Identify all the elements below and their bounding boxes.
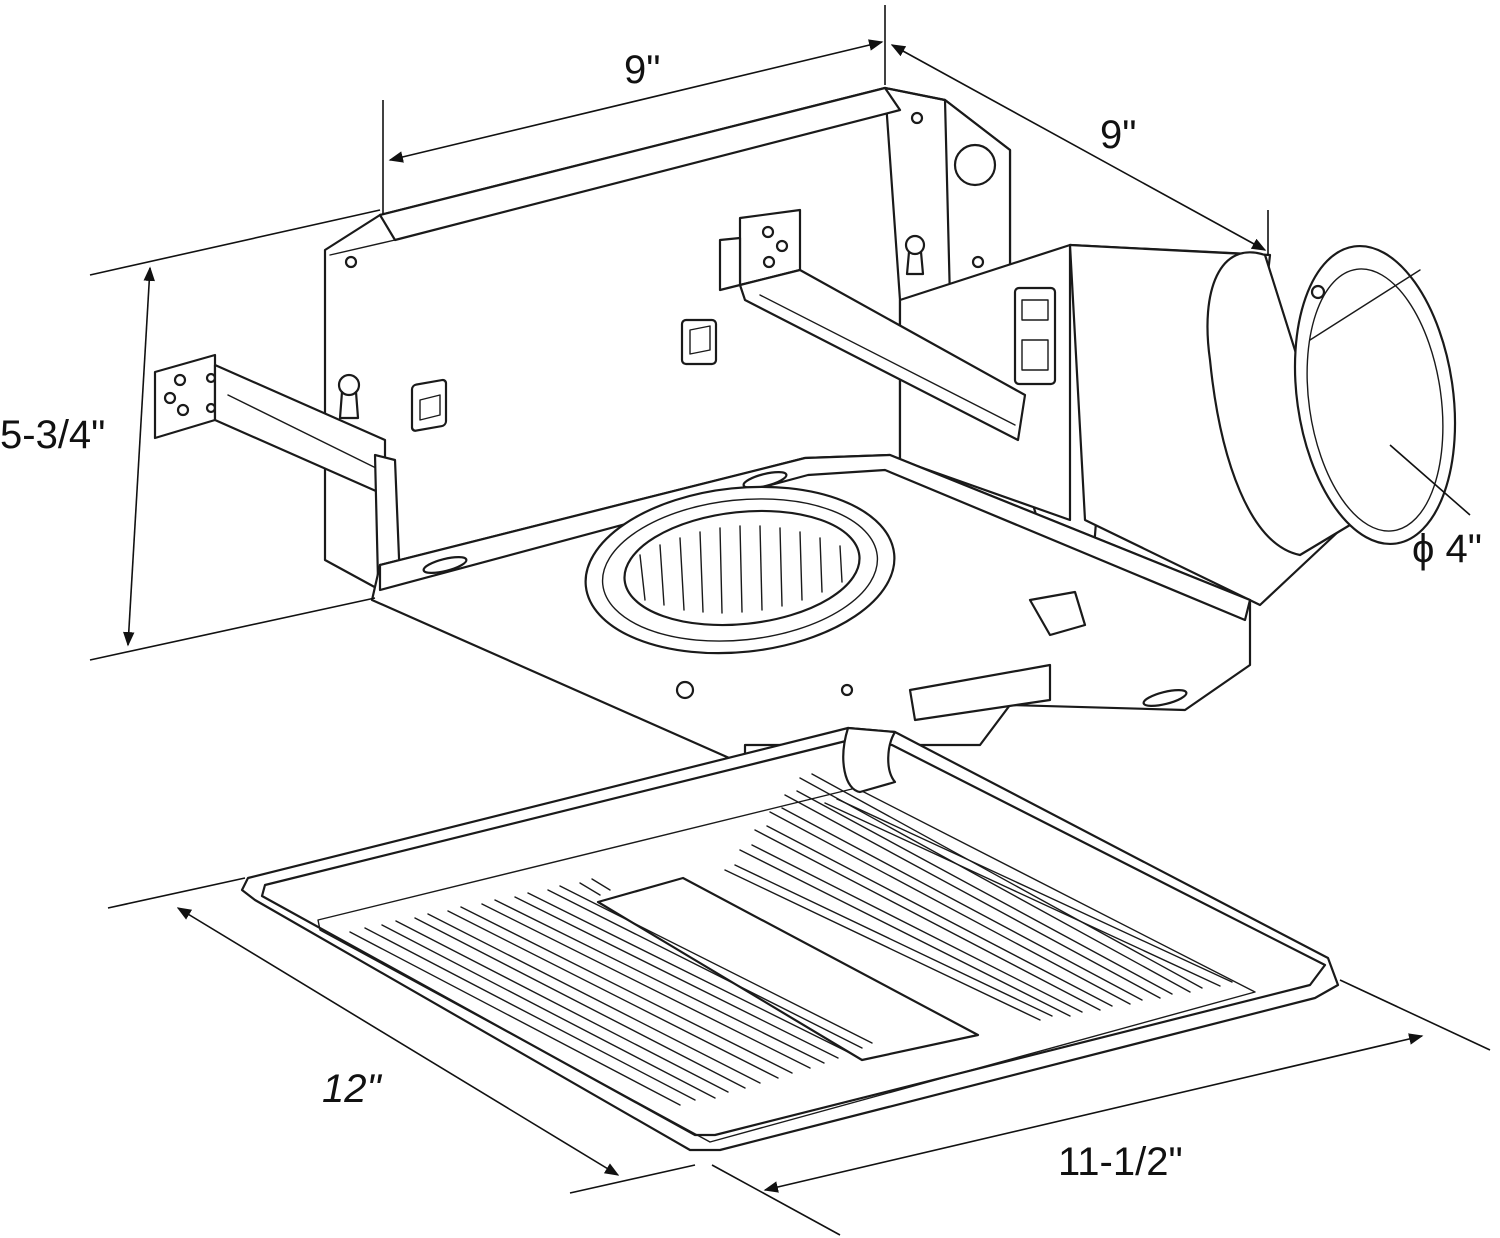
dimension-lines	[89, 5, 1491, 1236]
housing-height-label: 5-3/4"	[0, 413, 105, 457]
duct-opening	[1293, 244, 1457, 546]
mounting-clip	[1013, 286, 1057, 386]
housing-depth-label: 9"	[1100, 113, 1136, 157]
duct-collar	[1068, 243, 1457, 607]
grille-width-label: 11-1/2"	[1058, 1140, 1183, 1184]
grille	[240, 726, 1340, 1152]
mounting-clip	[410, 378, 448, 432]
housing-base-pan	[370, 453, 1252, 767]
vent-slots-right	[724, 773, 1233, 1021]
hanger-bar-left	[153, 353, 402, 584]
housing-width-label: 9"	[624, 48, 660, 92]
hanger-bar-right	[718, 208, 1027, 442]
duct-diameter-label: ϕ 4"	[1412, 527, 1482, 571]
mounting-clip	[680, 318, 718, 366]
keyhole-slot	[337, 373, 361, 420]
grille-length-label: 12"	[322, 1067, 382, 1111]
blower-blades	[639, 525, 843, 614]
